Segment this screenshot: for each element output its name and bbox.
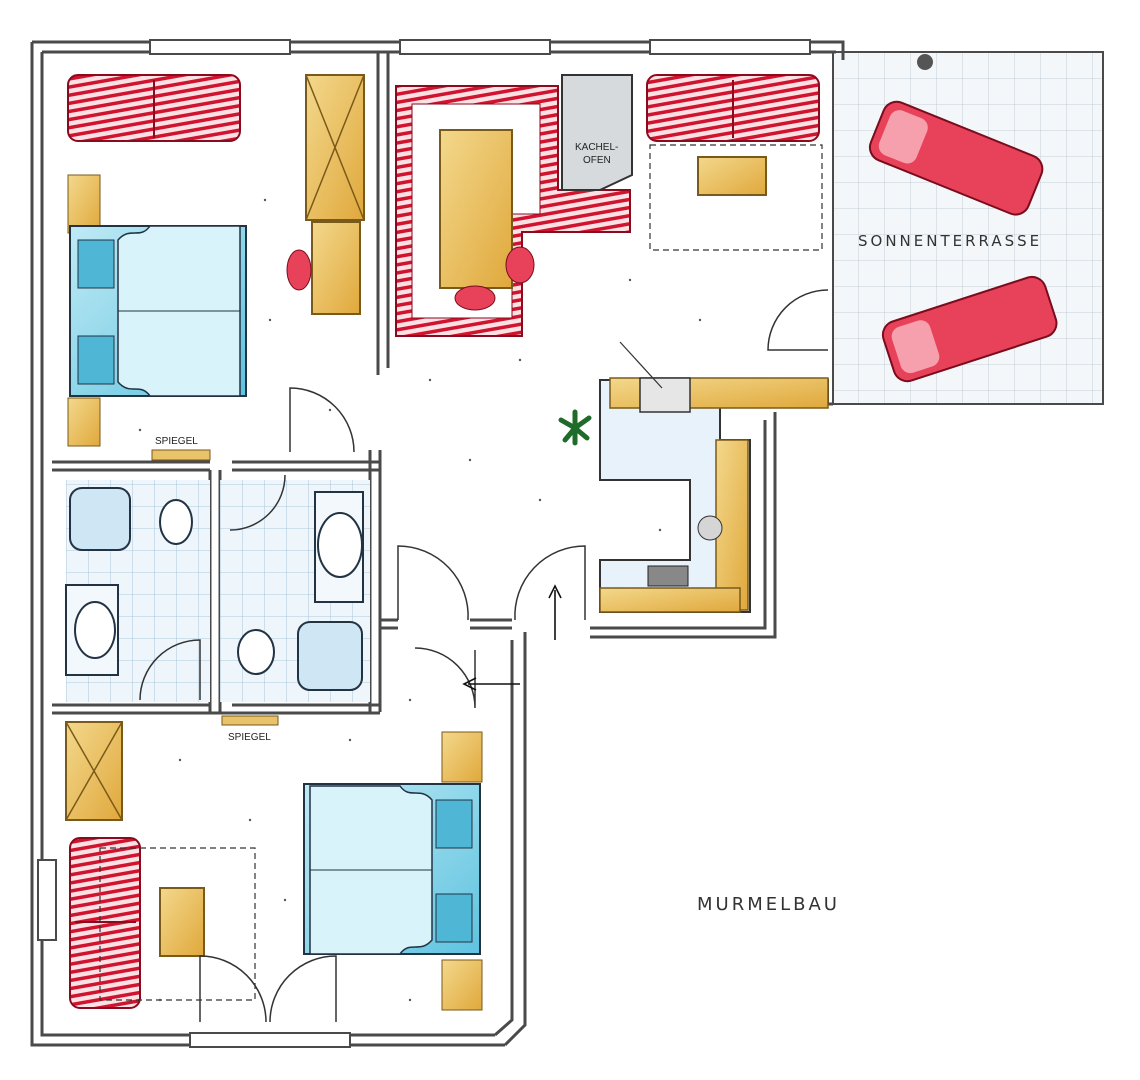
door-bath-right[interactable] [229,474,286,531]
windows [37,39,811,1048]
mirror-top [151,449,211,461]
door-hall-left[interactable] [397,545,469,621]
bedroom-top: SPIEGEL [67,74,365,461]
entry-arrow-icon [462,677,520,691]
house-name-label: MURMELBAU [697,894,840,915]
gas-grill-icon [619,341,663,389]
wardrobe-bottom [65,721,123,821]
coffee-table-top [697,156,767,196]
sofa-top-left [67,74,241,142]
umbrella-stand-icon [917,54,933,70]
mirror-top-label: SPIEGEL [155,436,198,447]
sun-lounger-bottom [881,275,1058,383]
bathroom-left [65,480,210,702]
sun-lounger-top [868,100,1044,216]
wardrobe-top [305,74,365,221]
double-bed-top [69,225,247,397]
sink-left [74,601,116,659]
sofa-bottom-left [69,837,141,1009]
coffee-table-bottom [159,887,205,957]
desk-top [311,221,361,315]
lounge-area [646,74,829,351]
door-bedroom-top[interactable] [289,387,355,453]
dining-table [439,129,513,289]
stove-label-1: KACHEL- [575,142,618,153]
nightstand-top-1 [67,174,101,234]
nightstand-bottom-1 [441,731,483,783]
sofa-top-right [646,74,820,142]
terrace-label: SONNENTERRASSE [858,232,1042,250]
door-bath-left[interactable] [139,639,201,701]
floor-texture [138,198,702,1002]
door-balcony-right[interactable] [269,955,337,1023]
stove-label-2: OFEN [583,155,611,166]
range-hood [639,377,691,413]
bathroom-right: SPIEGEL [220,474,370,743]
mirror-bottom [221,715,279,726]
bedroom-bottom [65,721,483,1023]
shower-left [69,487,131,551]
plant-icon [558,409,592,446]
dining-chair-2 [454,285,496,311]
dining-area: KACHEL- OFEN [395,74,633,337]
shower-right [297,621,363,691]
tiled-stove: KACHEL- OFEN [561,74,633,191]
dining-chair-1 [505,246,535,284]
double-bed-bottom [303,783,481,955]
sink-right [317,512,363,578]
rug-top [649,144,823,251]
door-entrance[interactable] [414,647,476,709]
chair-top [286,249,312,291]
kitchen-sink [697,515,723,541]
nightstand-top-2 [67,397,101,447]
door-terrace[interactable] [767,289,829,351]
entrance-arrow-icon [548,584,562,640]
toilet-right [237,629,275,675]
kitchen-counter-bottom [599,587,741,613]
cooktop [647,565,689,587]
rug-bottom [99,847,256,1001]
door-balcony-left[interactable] [199,955,267,1023]
nightstand-bottom-2 [441,959,483,1011]
mirror-bottom-label: SPIEGEL [228,732,271,743]
sun-terrace [832,51,1104,405]
toilet-left [159,499,193,545]
door-hall-right[interactable] [514,545,586,621]
kitchen [599,341,829,613]
